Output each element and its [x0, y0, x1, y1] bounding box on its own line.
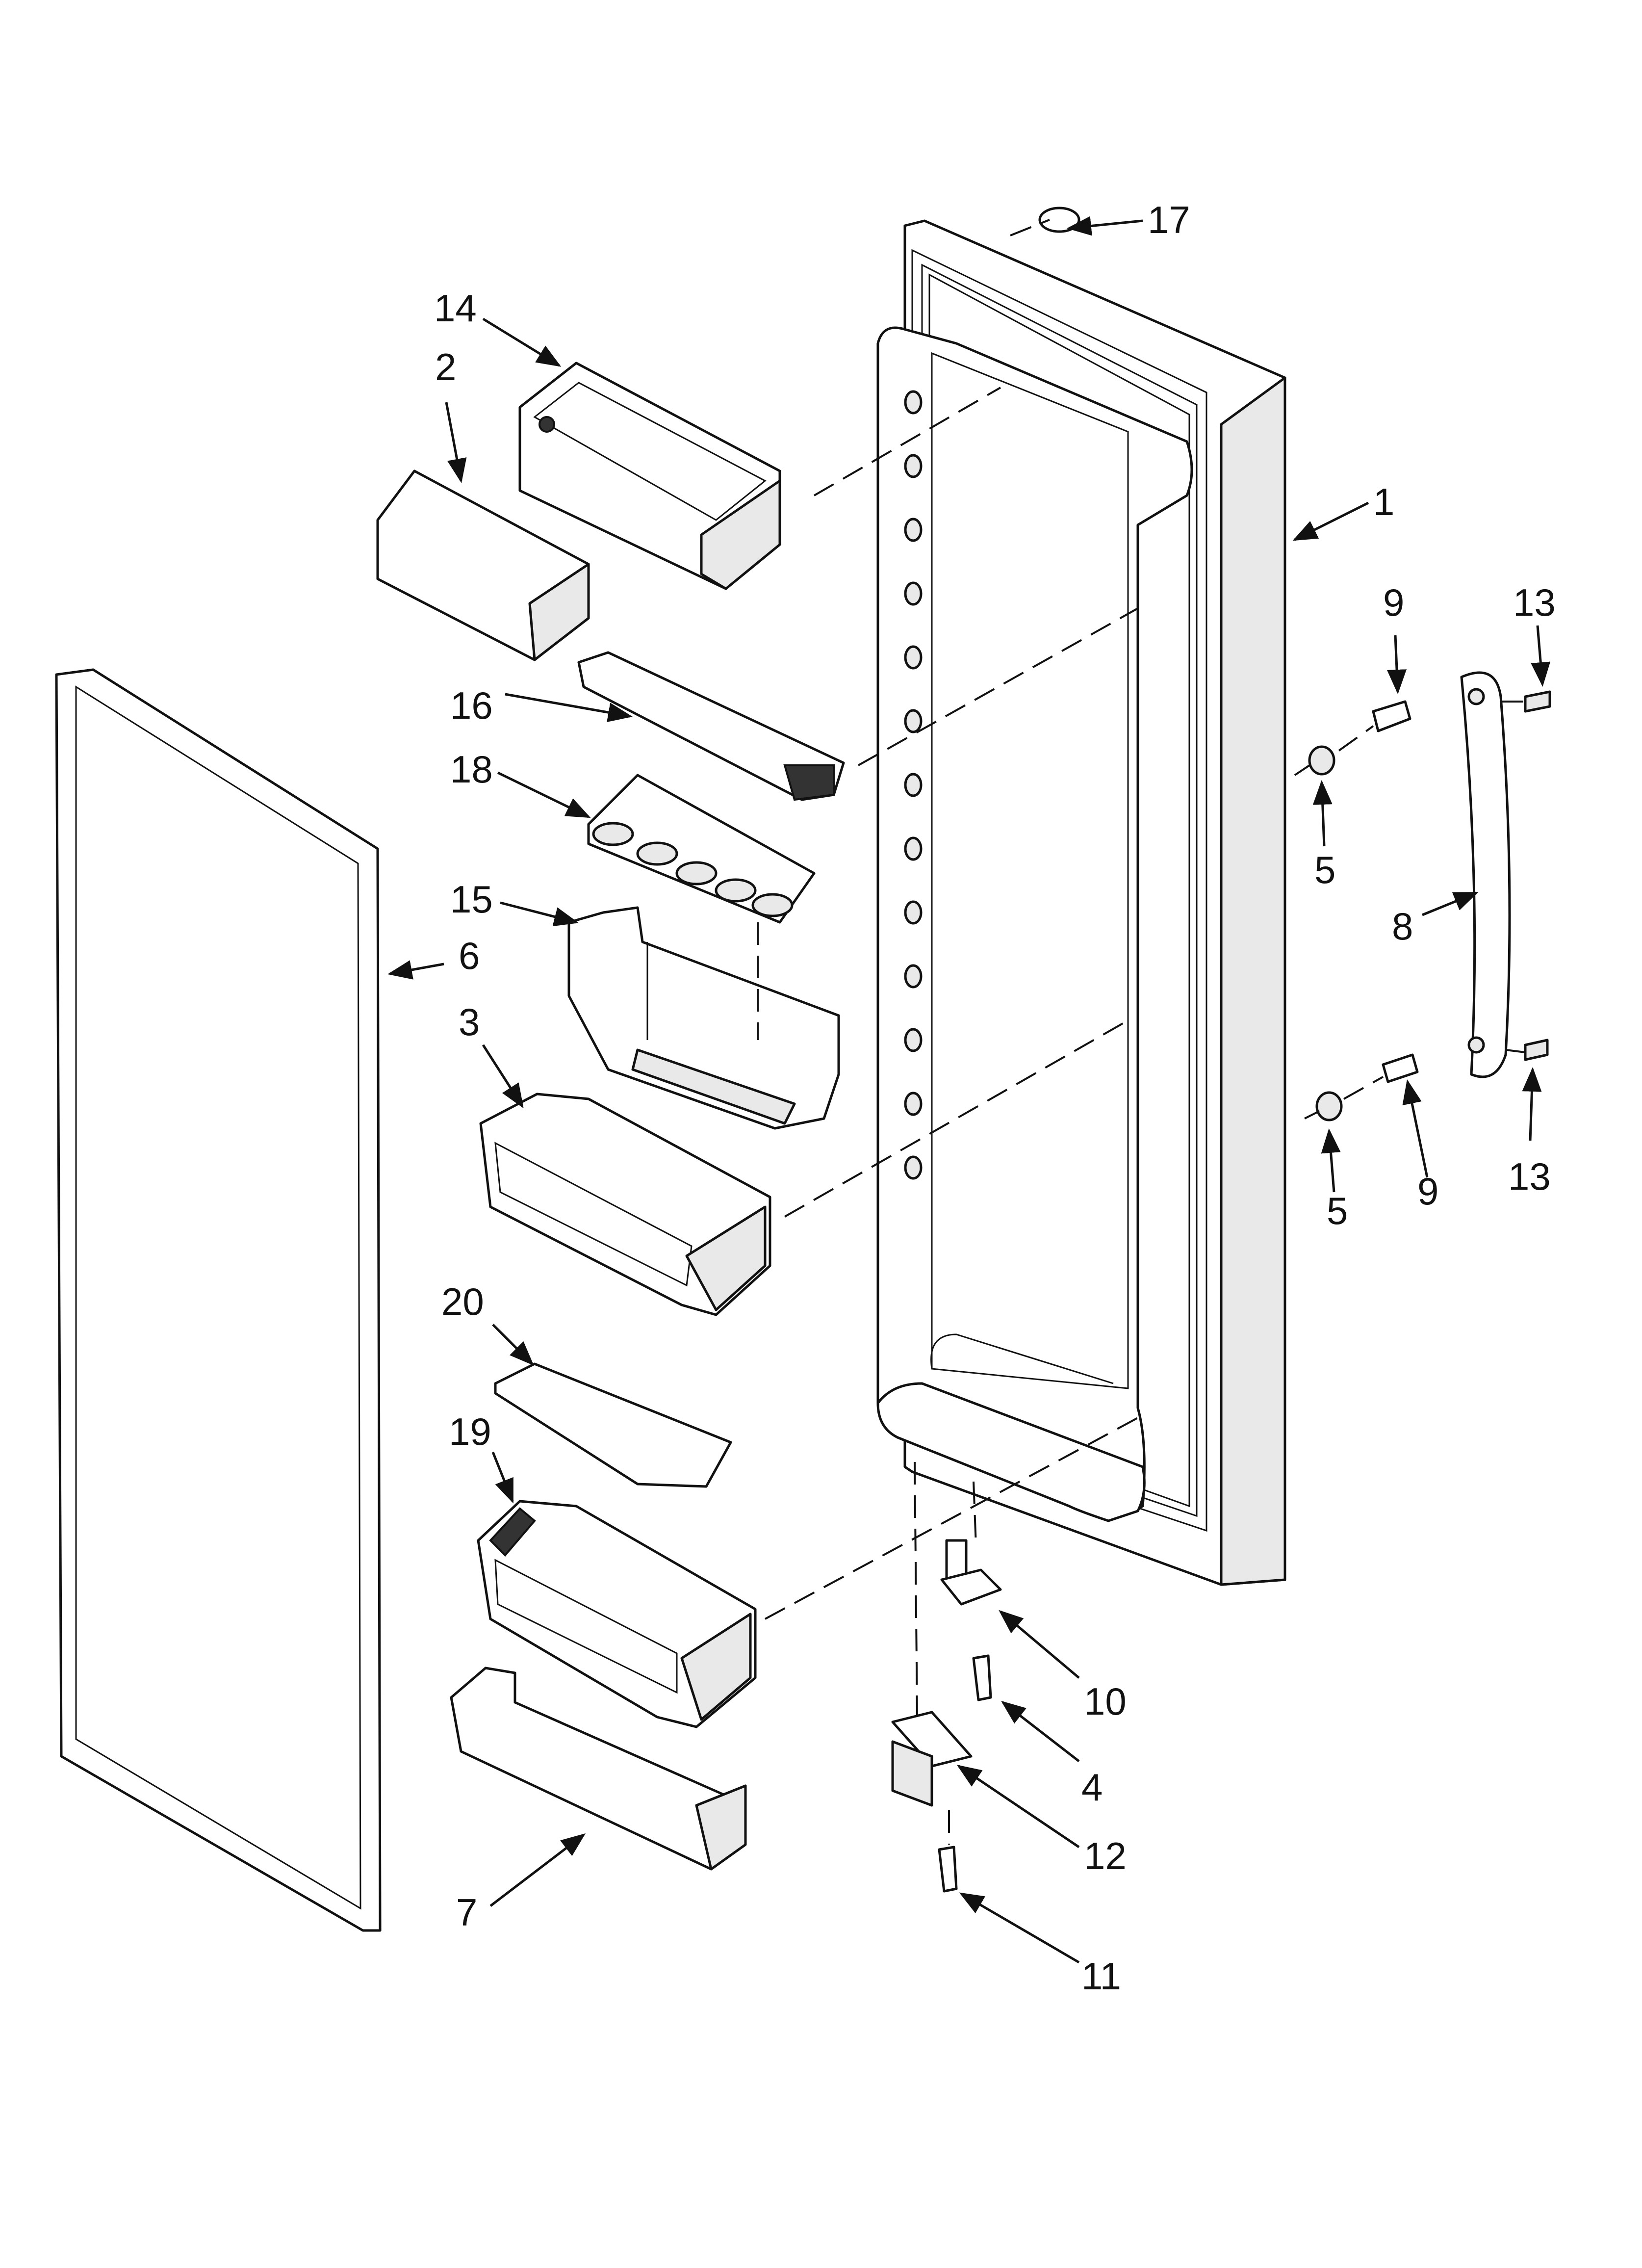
callout-8: 8	[1392, 905, 1413, 948]
dairy-compartment-housing	[518, 362, 781, 590]
callout-13-upper: 13	[1513, 581, 1556, 624]
shelf-trim	[577, 651, 845, 801]
callout-14: 14	[434, 287, 477, 330]
callout-9-upper: 9	[1383, 581, 1404, 624]
callout-16: 16	[450, 684, 493, 727]
handle-spacer-upper	[1308, 745, 1335, 776]
door-bin	[479, 1093, 771, 1316]
door-gasket	[55, 668, 382, 1932]
callout-12: 12	[1084, 1834, 1127, 1877]
callout-15: 15	[450, 878, 493, 921]
leader-arrows	[387, 216, 1551, 1964]
callout-labels: 17 14 2 1 9 13 16 18 5 15 8 6 3 5 9 13 2…	[434, 198, 1556, 1998]
door-panel	[876, 219, 1286, 1586]
bottle-retainer	[587, 774, 816, 924]
handle-screw-lower	[1382, 1053, 1419, 1083]
hinge-mount-screw	[938, 1846, 958, 1893]
callout-17: 17	[1148, 198, 1190, 241]
set-screw-lower	[1524, 1039, 1549, 1061]
callout-2: 2	[435, 345, 456, 389]
callout-5-upper: 5	[1314, 848, 1335, 891]
callout-18: 18	[450, 748, 493, 791]
callout-20: 20	[441, 1280, 484, 1323]
callout-9-lower: 9	[1417, 1170, 1438, 1213]
handle-screw-upper	[1372, 700, 1411, 732]
door-bin-upper	[567, 906, 840, 1130]
shelf-support-bumps	[904, 390, 923, 1180]
hinge-screw	[972, 1654, 992, 1701]
callout-1: 1	[1373, 480, 1394, 523]
bottom-hinge	[891, 1711, 973, 1807]
callout-6: 6	[459, 934, 480, 977]
alignment-lines	[757, 219, 1526, 1845]
hinge-pin-bracket	[940, 1539, 1002, 1606]
callout-19: 19	[449, 1410, 491, 1453]
callout-13-lower: 13	[1508, 1155, 1551, 1198]
callout-4: 4	[1081, 1766, 1103, 1809]
door-handle	[1460, 671, 1511, 1078]
callout-5-lower: 5	[1327, 1189, 1348, 1232]
door-bin-lower	[477, 1500, 757, 1728]
dairy-compartment-door	[376, 469, 590, 661]
handle-spacer-lower	[1315, 1091, 1343, 1121]
set-screw-upper	[1524, 690, 1551, 713]
door-rail	[450, 1667, 747, 1871]
callout-3: 3	[459, 1000, 480, 1043]
callout-7: 7	[456, 1891, 477, 1934]
bin-divider	[494, 1362, 732, 1488]
callout-10: 10	[1084, 1680, 1127, 1723]
callout-11: 11	[1081, 1955, 1121, 1998]
